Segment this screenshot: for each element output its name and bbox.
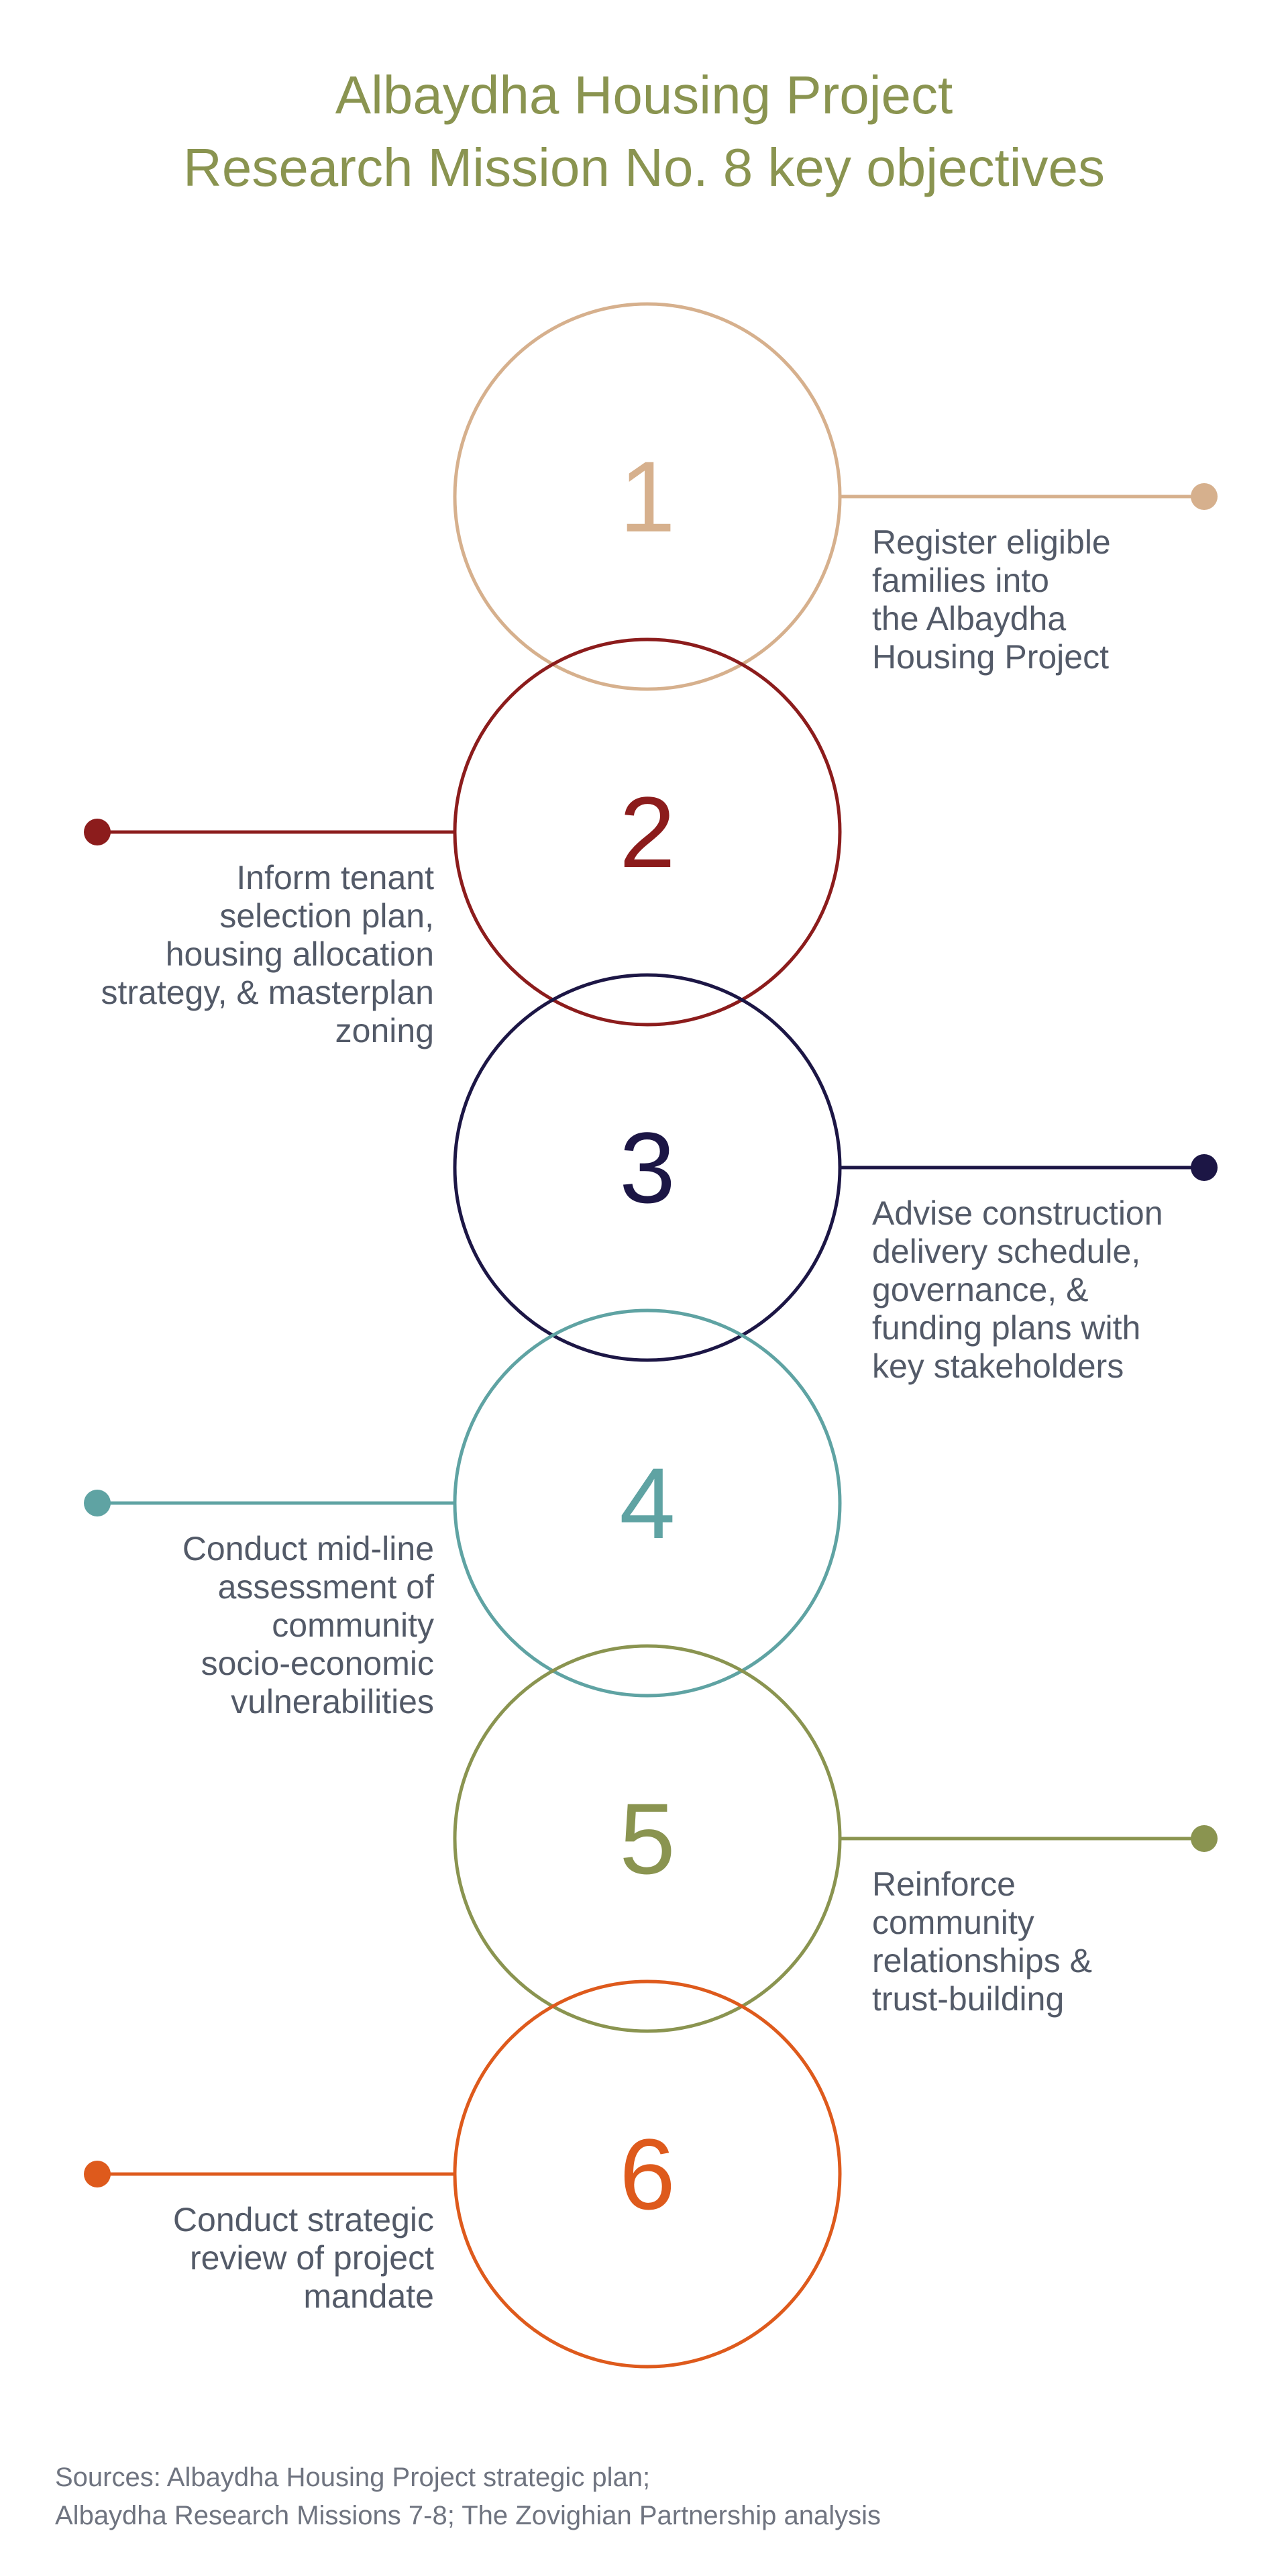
objective-text-line: assessment of	[217, 1568, 434, 1606]
sources-line-1: Sources: Albaydha Housing Project strate…	[55, 2463, 651, 2492]
objective-text-line: Conduct mid-line	[182, 1530, 434, 1567]
objective-text-line: Conduct strategic	[172, 2201, 434, 2238]
objective-text-line: mandate	[303, 2277, 434, 2315]
objective-5: 5	[453, 1644, 1218, 2033]
objective-text-line: review of project	[189, 2239, 434, 2277]
sources-note: Sources: Albaydha Housing Project strate…	[55, 2459, 881, 2535]
objective-text-line: vulnerabilities	[231, 1683, 434, 1720]
objective-text-line: zoning	[335, 1012, 434, 1049]
objective-connector-dot	[1191, 1825, 1218, 1852]
objective-text-line: families into	[872, 562, 1049, 599]
objective-text-line: key stakeholders	[872, 1347, 1124, 1385]
page-title-line-2: Research Mission No. 8 key objectives	[183, 138, 1105, 197]
objective-number: 6	[619, 2118, 675, 2230]
objective-6: 6	[84, 1979, 842, 2369]
objective-1: 1	[453, 302, 1218, 691]
page-title: Albaydha Housing Project Research Missio…	[0, 59, 1288, 204]
objective-number: 1	[619, 440, 675, 553]
objective-text-line: community	[872, 1904, 1034, 1941]
sources-line-2: Albaydha Research Missions 7-8; The Zovi…	[55, 2501, 881, 2530]
objective-text-line: community	[272, 1606, 434, 1644]
objective-text-line: governance, &	[872, 1271, 1089, 1308]
objective-number: 4	[619, 1447, 675, 1559]
objective-text-line: the Albaydha	[872, 600, 1067, 637]
objective-number: 3	[619, 1111, 675, 1224]
objective-text-line: strategy, & masterplan	[101, 974, 434, 1011]
objective-text-line: Housing Project	[872, 638, 1109, 676]
objective-connector-dot	[84, 1490, 111, 1516]
objective-text-line: funding plans with	[872, 1309, 1141, 1347]
objective-text-line: Inform tenant	[236, 859, 434, 896]
objective-text-line: socio-economic	[201, 1645, 434, 1682]
page-title-line-1: Albaydha Housing Project	[335, 65, 953, 125]
objective-text-line: Reinforce	[872, 1865, 1016, 1903]
objective-text-line: selection plan,	[219, 897, 434, 935]
objective-connector-dot	[84, 2161, 111, 2187]
objective-text-line: relationships &	[872, 1942, 1092, 1979]
objective-connector-dot	[1191, 1154, 1218, 1181]
objective-2: 2	[84, 637, 842, 1027]
objective-text-line: delivery schedule,	[872, 1233, 1141, 1270]
objective-connector-dot	[84, 819, 111, 845]
objective-text-line: trust-building	[872, 1980, 1065, 2018]
objective-3: 3	[453, 973, 1218, 1362]
objective-text-line: Register eligible	[872, 523, 1111, 561]
objective-number: 5	[619, 1782, 675, 1895]
objective-number: 2	[619, 776, 675, 888]
objective-4: 4	[84, 1308, 842, 1698]
objective-text-line: housing allocation	[165, 935, 434, 973]
objective-connector-dot	[1191, 483, 1218, 510]
objective-text-line: Advise construction	[872, 1194, 1163, 1232]
